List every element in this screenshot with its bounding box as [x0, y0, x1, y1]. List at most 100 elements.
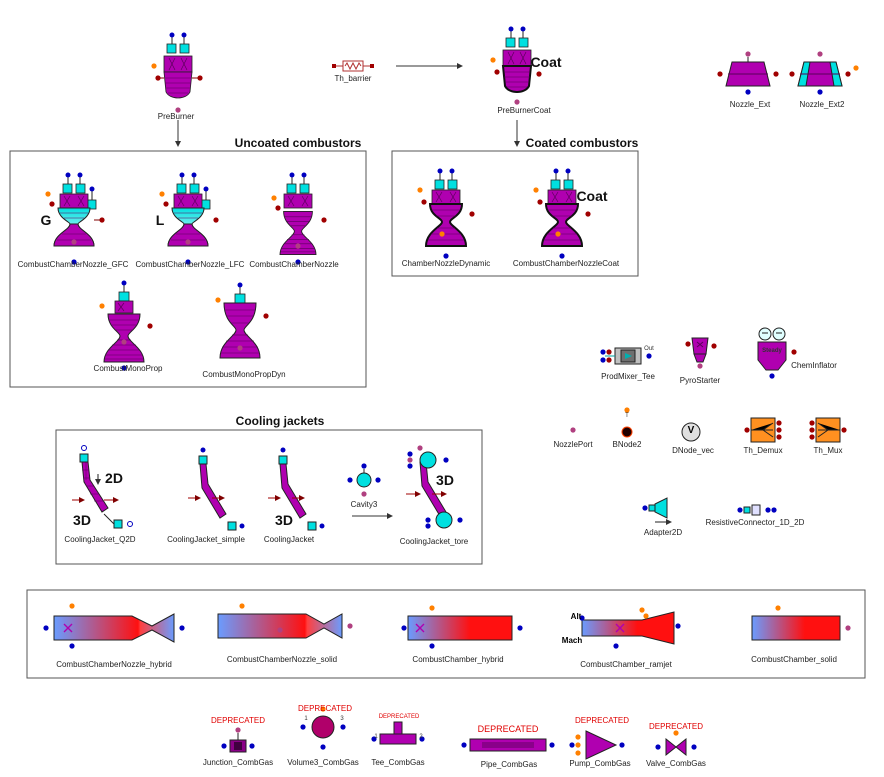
th-barrier-symbol[interactable]: [332, 60, 374, 72]
ccn-solid-symbol[interactable]: [217, 603, 353, 639]
ccn-solid-label: CombustChamberNozzle_solid: [226, 655, 338, 664]
valve-deprecated-tag: DEPRECATED: [648, 722, 704, 731]
preburner-label: PreBurner: [157, 112, 195, 121]
cc-nozzle-lfc-label: CombustChamberNozzle_LFC: [135, 260, 245, 269]
chamber-nozzle-dynamic-symbol[interactable]: [417, 168, 475, 259]
junction-label: Junction_CombGas: [202, 758, 274, 767]
pipe-deprecated-tag: DEPRECATED: [477, 724, 539, 734]
cc-solid-label: CombustChamber_solid: [751, 655, 837, 664]
pyrostarter-symbol[interactable]: [685, 337, 717, 369]
cj-simple-symbol[interactable]: [188, 447, 245, 531]
chamber-nozzle-dynamic-label: ChamberNozzleDynamic: [401, 259, 491, 268]
cc-hybrid-label: CombustChamber_hybrid: [412, 655, 504, 664]
bnode2-t-tag: T: [625, 413, 629, 419]
prodmixer-tee-symbol[interactable]: [600, 347, 652, 365]
hybrid-group-box: [26, 589, 866, 679]
pipe-label: Pipe_CombGas: [480, 760, 538, 769]
resistive-connector-symbol[interactable]: [737, 504, 777, 516]
dnode-vec-symbol[interactable]: [681, 422, 701, 442]
valve-symbol[interactable]: [655, 730, 697, 757]
cavity3-symbol[interactable]: [347, 463, 381, 497]
cc-hybrid-symbol[interactable]: [401, 605, 523, 649]
valve-label: Valve_CombGas: [646, 759, 706, 768]
nozzle-ext-symbol[interactable]: [717, 51, 779, 95]
pump-symbol[interactable]: [569, 730, 625, 760]
cc-nozzle-gfc-symbol[interactable]: [45, 172, 105, 265]
cc-monoprop-symbol[interactable]: [99, 280, 153, 371]
th-mux-label: Th_Mux: [813, 446, 843, 455]
volume3-symbol[interactable]: [300, 706, 346, 750]
preburner-coat-symbol[interactable]: [490, 26, 542, 105]
ccn-hybrid-label: CombustChamberNozzle_hybrid: [56, 660, 172, 669]
dnode-v-tag: V: [687, 425, 695, 436]
th-demux-label: Th_Demux: [743, 446, 783, 455]
cc-nozzle-coat-symbol[interactable]: [533, 168, 591, 259]
cc-nozzle-coat-label: CombustChamberNozzleCoat: [512, 259, 620, 268]
cc-nozzle-coat-tag: Coat: [576, 188, 608, 204]
cooling-group-box: [55, 429, 483, 565]
gfc-tag: G: [40, 212, 52, 228]
resistive-connector-label: ResistiveConnector_1D_2D: [705, 518, 805, 527]
ramjet-mach-tag: Mach: [561, 636, 583, 645]
q2d-2d-tag: 2D: [105, 470, 123, 486]
cc-monoprop-dyn-label: CombustMonoPropDyn: [202, 370, 286, 379]
preburner-symbol[interactable]: [151, 32, 203, 113]
cc-ramjet-label: CombustChamber_ramjet: [580, 660, 672, 669]
bnode2-symbol[interactable]: [621, 407, 633, 438]
junction-deprecated-tag: DEPRECATED: [210, 716, 266, 725]
cavity3-label: Cavity3: [350, 500, 378, 509]
cheminflator-symbol[interactable]: [757, 327, 797, 379]
cooling-group-title: Cooling jackets: [235, 414, 325, 428]
cj-q2d-label: CoolingJacket_Q2D: [64, 535, 136, 544]
pyrostarter-label: PyroStarter: [679, 376, 721, 385]
tee-port-one: 1: [374, 734, 378, 740]
adapter2d-symbol[interactable]: [642, 497, 672, 525]
coated-group-box: [391, 150, 639, 277]
tore-3d-tag: 3D: [436, 472, 454, 488]
nozzle-ext2-label: Nozzle_Ext2: [799, 100, 845, 109]
ramjet-alt-tag: Alt: [570, 612, 582, 621]
pipe-symbol[interactable]: [461, 738, 555, 752]
cj-tore-label: CoolingJacket_tore: [399, 537, 469, 546]
prodmixer-out-tag: Out: [644, 346, 654, 352]
cc-nozzle-gfc-label: CombustChamberNozzle_GFC: [17, 260, 129, 269]
cj-tore-symbol[interactable]: [406, 445, 463, 529]
ccn-hybrid-symbol[interactable]: [43, 603, 185, 649]
tee-port-two: 2: [419, 734, 423, 740]
cc-solid-symbol[interactable]: [751, 605, 851, 641]
uncoated-group-title: Uncoated combustors: [234, 136, 362, 150]
cc-ramjet-symbol[interactable]: [579, 607, 681, 649]
cj-label: CoolingJacket: [263, 535, 315, 544]
cc-nozzle-label: CombustChamberNozzle: [249, 260, 339, 269]
cheminflator-steady-tag: Steady: [762, 348, 782, 354]
tee-symbol[interactable]: [371, 721, 425, 745]
cj-3d-tag: 3D: [275, 512, 293, 528]
cc-nozzle-symbol[interactable]: [271, 172, 327, 265]
uncoated-group-box: [9, 150, 367, 388]
cj-symbol[interactable]: [268, 447, 325, 531]
junction-symbol[interactable]: [221, 727, 255, 753]
cc-monoprop-dyn-symbol[interactable]: [215, 282, 269, 359]
cc-nozzle-lfc-symbol[interactable]: [159, 172, 219, 265]
tee-deprecated-tag: DEPRECATED: [378, 714, 420, 720]
th-barrier-label: Th_barrier: [334, 74, 372, 83]
cj-q2d-symbol[interactable]: [72, 445, 133, 529]
q2d-3d-tag: 3D: [73, 512, 91, 528]
tee-label: Tee_CombGas: [371, 758, 425, 767]
volume3-port-three: 3: [340, 716, 344, 722]
th-mux-symbol[interactable]: [809, 417, 847, 443]
preburner-coat-label: PreBurnerCoat: [497, 106, 551, 115]
pump-label: Pump_CombGas: [569, 759, 631, 768]
nozzle-ext2-symbol[interactable]: [789, 51, 859, 95]
volume3-deprecated-tag: DEPRECATED: [297, 704, 353, 713]
cc-monoprop-label: CombustMonoProp: [93, 364, 163, 373]
adapter2d-label: Adapter2D: [643, 528, 683, 537]
prodmixer-tee-label: ProdMixer_Tee: [601, 372, 655, 381]
volume3-port-one: 1: [304, 716, 308, 722]
th-demux-symbol[interactable]: [744, 417, 782, 443]
cheminflator-label: ChemInflator: [791, 361, 837, 370]
lfc-tag: L: [155, 212, 165, 228]
dnode-vec-label: DNode_vec: [672, 446, 714, 455]
nozzleport-symbol[interactable]: [570, 427, 576, 433]
nozzle-ext-label: Nozzle_Ext: [729, 100, 771, 109]
